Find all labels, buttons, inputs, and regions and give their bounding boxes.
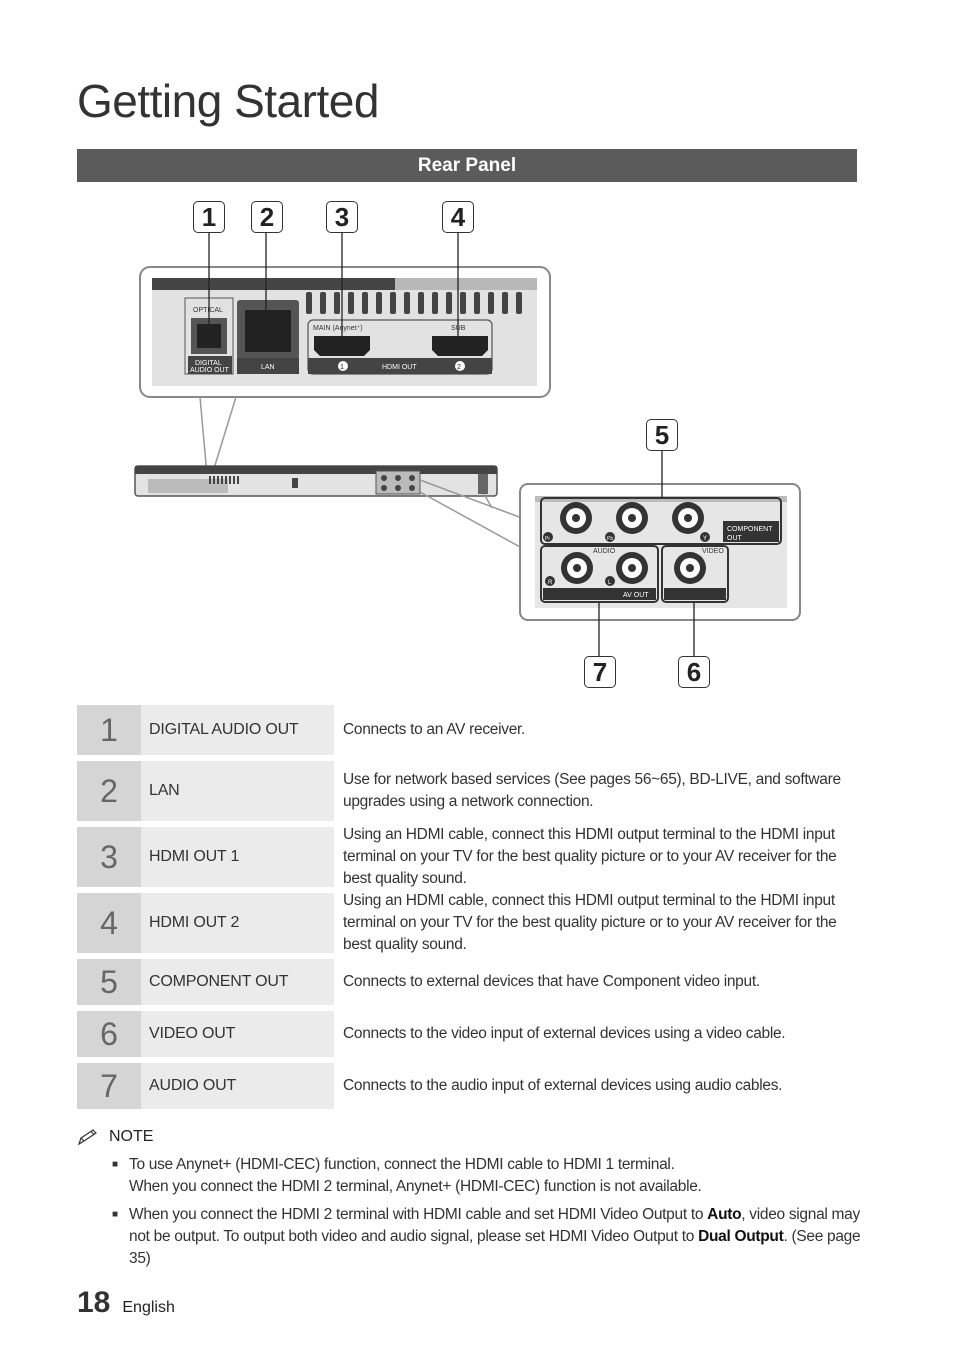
label-hdmi-out: HDMI OUT xyxy=(382,364,417,371)
rear-panel-illustration: OPTICAL DIGITAL AUDIO OUT LAN MAIN (Anyn… xyxy=(134,232,801,656)
bullet-icon: ■ xyxy=(112,1159,118,1170)
label-l: L xyxy=(608,580,612,586)
callout-2: 2 xyxy=(251,201,283,233)
port-number: 3 xyxy=(77,827,141,887)
table-row: 4 HDMI OUT 2 Using an HDMI cable, connec… xyxy=(77,892,857,953)
label-av-out: AV OUT xyxy=(623,592,649,599)
port-description: Using an HDMI cable, connect this HDMI o… xyxy=(343,892,837,953)
port-description: Connects to external devices that have C… xyxy=(343,973,760,990)
note-heading: NOTE xyxy=(77,1128,867,1146)
callout-3: 3 xyxy=(326,201,358,233)
label-r: R xyxy=(548,580,553,586)
port-description: Use for network based services (See page… xyxy=(343,771,841,810)
port-name: HDMI OUT 1 xyxy=(141,827,334,887)
list-item: ■ When you connect the HDMI 2 terminal w… xyxy=(77,1204,867,1270)
label-y: Y xyxy=(703,536,707,542)
label-pb: Pb xyxy=(607,536,613,542)
label-lan: LAN xyxy=(261,364,275,371)
port-number: 5 xyxy=(77,959,141,1005)
bottom-zoom-box xyxy=(519,483,801,621)
rear-panel-figure: OPTICAL DIGITAL AUDIO OUT LAN MAIN (Anyn… xyxy=(134,201,801,688)
label-main: MAIN (Anynet⁺) xyxy=(313,325,363,332)
callout-1: 1 xyxy=(193,201,225,233)
label-component: COMPONENT xyxy=(727,526,773,533)
label-digital: DIGITAL xyxy=(195,360,222,367)
pencil-icon xyxy=(77,1129,97,1146)
port-name: AUDIO OUT xyxy=(141,1063,334,1109)
page-title: Getting Started xyxy=(77,75,379,127)
note-bold: Dual Output xyxy=(698,1228,784,1245)
callout-5: 5 xyxy=(646,419,678,451)
port-name: COMPONENT OUT xyxy=(141,959,334,1005)
table-row: 3 HDMI OUT 1 Using an HDMI cable, connec… xyxy=(77,826,857,887)
label-audio: AUDIO xyxy=(593,548,616,555)
page-footer: 18 English xyxy=(77,1286,175,1320)
table-row: 2 LAN Use for network based services (Se… xyxy=(77,761,857,821)
port-number: 6 xyxy=(77,1011,141,1057)
top-zoom-box xyxy=(139,266,551,398)
table-row: 1 DIGITAL AUDIO OUT Connects to an AV re… xyxy=(77,705,857,755)
bottom-panel-labels: COMPONENT OUT AUDIO VIDEO AV OUT Pr Pb Y… xyxy=(545,526,773,599)
note-list: ■ To use Anynet+ (HDMI-CEC) function, co… xyxy=(77,1154,867,1270)
port-name: VIDEO OUT xyxy=(141,1011,334,1057)
table-row: 6 VIDEO OUT Connects to the video input … xyxy=(77,1011,857,1057)
note-label: NOTE xyxy=(109,1128,154,1145)
note-text: When you connect the HDMI 2 terminal, An… xyxy=(129,1178,702,1195)
note-bold: Auto xyxy=(707,1206,742,1223)
label-video: VIDEO xyxy=(702,548,724,555)
full-unit xyxy=(134,465,498,497)
page-language: English xyxy=(122,1299,175,1316)
port-name: LAN xyxy=(141,761,334,821)
note-text: To use Anynet+ (HDMI-CEC) function, conn… xyxy=(129,1156,675,1173)
port-description: Using an HDMI cable, connect this HDMI o… xyxy=(343,826,837,887)
note-section: NOTE ■ To use Anynet+ (HDMI-CEC) functio… xyxy=(77,1128,867,1276)
list-item: ■ To use Anynet+ (HDMI-CEC) function, co… xyxy=(77,1154,867,1198)
label-audio-out: AUDIO OUT xyxy=(190,367,230,374)
callout-6: 6 xyxy=(678,656,710,688)
label-optical: OPTICAL xyxy=(193,307,223,314)
bullet-icon: ■ xyxy=(112,1209,118,1220)
label-hdmi-1: 1 xyxy=(340,364,344,371)
ports-table: 1 DIGITAL AUDIO OUT Connects to an AV re… xyxy=(77,705,857,1115)
port-name: HDMI OUT 2 xyxy=(141,893,334,953)
port-number: 2 xyxy=(77,761,141,821)
table-row: 5 COMPONENT OUT Connects to external dev… xyxy=(77,959,857,1005)
note-text: . (See page 35) xyxy=(129,1228,861,1267)
table-row: 7 AUDIO OUT Connects to the audio input … xyxy=(77,1063,857,1109)
port-number: 7 xyxy=(77,1063,141,1109)
label-component-out: OUT xyxy=(727,535,743,542)
callout-4: 4 xyxy=(442,201,474,233)
port-description: Connects to the video input of external … xyxy=(343,1025,786,1042)
port-description: Connects to the audio input of external … xyxy=(343,1077,783,1094)
label-hdmi-2: 2 xyxy=(457,364,461,371)
port-description: Connects to an AV receiver. xyxy=(343,721,526,738)
page-number: 18 xyxy=(77,1286,111,1319)
port-name: DIGITAL AUDIO OUT xyxy=(141,705,334,755)
port-number: 4 xyxy=(77,893,141,953)
note-text: When you connect the HDMI 2 terminal wit… xyxy=(129,1206,708,1223)
label-pr: Pr xyxy=(545,536,550,542)
note-text: , video signal may not be output. To out… xyxy=(129,1206,860,1245)
callout-7: 7 xyxy=(584,656,616,688)
section-header: Rear Panel xyxy=(77,149,857,182)
port-number: 1 xyxy=(77,705,141,755)
